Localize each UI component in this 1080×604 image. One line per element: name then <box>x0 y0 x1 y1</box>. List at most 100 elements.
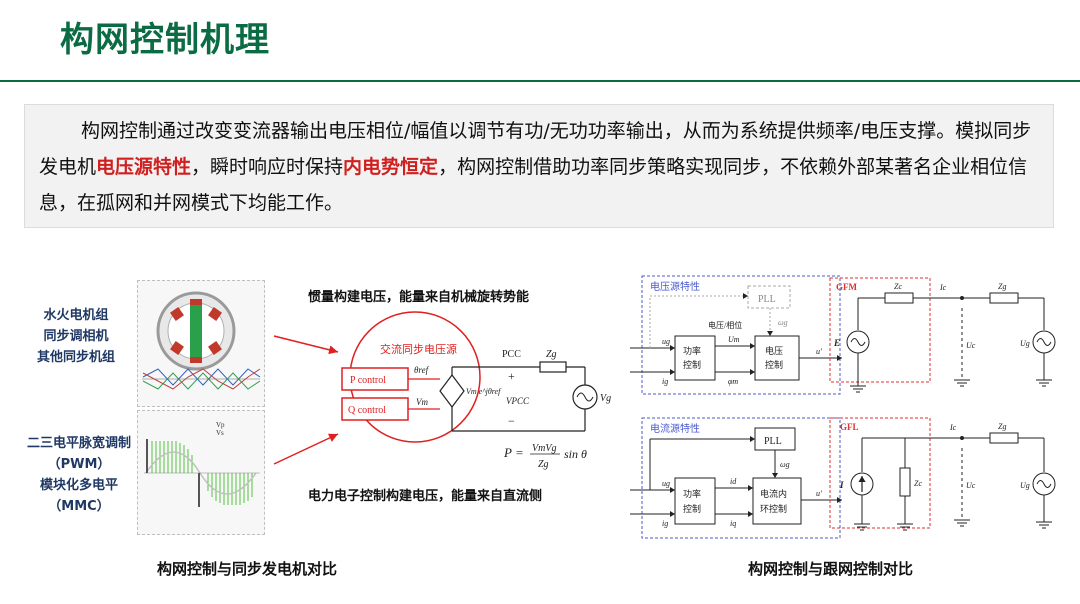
generator-figure <box>137 280 265 407</box>
label-line: 二三电平脉宽调制 <box>26 436 131 451</box>
pcc-label: PCC <box>502 349 521 360</box>
gfm-mid-label: 电压/相位 <box>708 320 742 330</box>
gfm-power-control-block <box>674 335 716 381</box>
gfl-type-label: GFL <box>840 422 859 432</box>
gfm-block1-line2: 控制 <box>683 359 701 370</box>
label-converters: 二三电平脉宽调制 （PWM） 模块化多电平 （MMC） <box>20 433 138 517</box>
pwm-legend-vp: Vp <box>216 421 225 429</box>
gfm-type-label: GFM <box>836 282 857 292</box>
arrow-to-source-top <box>273 335 339 355</box>
gfm-zc-label: Zc <box>894 282 902 291</box>
gfm-block2-line1: 电压 <box>765 345 783 356</box>
comparison-arrows <box>273 335 339 465</box>
gfm-block2-line2: 控制 <box>765 359 783 370</box>
gfl-omega-label: ωg <box>780 460 790 469</box>
gfm-uout-label: u' <box>816 347 822 356</box>
gfl-ug-right-label: Ug <box>1020 481 1030 490</box>
note-power-electronics: 电力电子控制构建电压，能量来自直流侧 <box>308 489 543 504</box>
intro-highlight-constant-emf: 内电势恒定 <box>343 156 439 178</box>
gfm-circuit-region <box>829 277 931 383</box>
gfm-ug-label: ug <box>662 337 670 346</box>
gfl-i-label: I <box>839 480 844 490</box>
gfl-pll-label: PLL <box>764 436 782 447</box>
gfl-zg-label: Zg <box>998 422 1006 431</box>
gfm-zc-impedance <box>884 292 914 304</box>
formula-tail: sin θ <box>564 447 587 461</box>
label-line: 其他同步机组 <box>36 350 115 365</box>
gfl-ic-label: Ic <box>949 423 957 432</box>
gfm-gfl-diagram: 电压源特性 PLL ωg 功率 控制 电压 控制 电压/相位 ug ig Um … <box>630 275 1056 539</box>
formula-lhs: P = <box>503 445 524 460</box>
gfl-id-label: id <box>730 477 737 486</box>
gfm-control-region <box>641 275 841 395</box>
gfl-block2-line1: 电流内 <box>760 488 787 499</box>
gfl-iq-label: iq <box>730 519 736 528</box>
gfm-region-label: 电压源特性 <box>650 280 700 293</box>
label-line: 模块化多电平 <box>39 478 118 493</box>
gfm-block1-line1: 功率 <box>683 345 701 356</box>
gfm-omega-label: ωg <box>778 318 788 327</box>
gfm-ig-label: ig <box>662 377 668 386</box>
formula-numerator: VmVg <box>532 443 556 454</box>
label-sync-machines: 水火电机组 同步调相机 其他同步机组 <box>26 305 126 368</box>
gfl-current-control-block <box>752 477 802 525</box>
title-divider <box>0 80 1080 82</box>
gfl-control-region <box>641 417 841 539</box>
p-control-label: P control <box>350 375 386 386</box>
label-line: 水火电机组 <box>43 308 109 323</box>
page-title: 构网控制机理 <box>60 20 270 60</box>
pwm-legend-vs: Vs <box>216 429 224 437</box>
gfl-zc-impedance <box>899 467 911 497</box>
gfl-zc-label: Zc <box>914 479 922 488</box>
intro-text-3: ，构网控制借助功率同步策略实现同步，不依赖外部某著名企业相位信息，在孤网和并网模… <box>39 156 1028 214</box>
vpcc-label: VPCC <box>506 396 530 406</box>
q-control-label: Q control <box>348 405 386 416</box>
gfm-ic-label: Ic <box>939 283 947 292</box>
label-line: 同步调相机 <box>43 329 109 344</box>
source-label: 交流同步电压源 <box>380 342 457 356</box>
gfm-ug-right-label: Ug <box>1020 339 1030 348</box>
pwm-waveform-figure: Vp Vs <box>137 410 265 535</box>
pwm-waveform-icon: Vp Vs <box>144 421 260 507</box>
label-line: （PWM） <box>47 457 111 472</box>
minus-sign: − <box>508 414 515 428</box>
gfl-block1-line1: 功率 <box>683 488 701 499</box>
gfm-uc-label: Uc <box>966 341 976 350</box>
source-expression: Vm e^jθref <box>466 387 502 396</box>
gfm-pll-box <box>747 285 791 309</box>
caption-left: 构网控制与同步发电机对比 <box>157 560 338 578</box>
gfl-region-label: 电流源特性 <box>650 422 700 435</box>
gfm-zg-impedance <box>989 292 1019 304</box>
formula-denominator: Zg <box>538 459 549 470</box>
generator-cross-section-icon <box>142 291 261 390</box>
intro-text-1: 构网控制通过改变变流器输出电压相位/幅值以调节有功/无功功率输出，从而为系统提供… <box>39 120 1032 178</box>
intro-paragraph: 构网控制通过改变变流器输出电压相位/幅值以调节有功/无功功率输出，从而为系统提供… <box>24 104 1054 228</box>
ac-sync-source-circuit: 交流同步电压源 P control Q control θref Vm Vm e… <box>341 311 611 470</box>
gfm-um-label: Um <box>728 335 740 344</box>
gfl-zg-impedance <box>989 432 1019 444</box>
intro-text-2: ，瞬时响应时保持 <box>191 156 344 178</box>
gfl-uc-label: Uc <box>966 481 976 490</box>
gfl-circuit-region <box>829 417 931 529</box>
gfl-ig-label: ig <box>662 519 668 528</box>
gfm-voltage-control-block <box>754 335 800 381</box>
intro-highlight-voltage-source: 电压源特性 <box>96 156 192 178</box>
gfm-pll-label: PLL <box>758 294 776 305</box>
gfl-block2-line2: 环控制 <box>760 503 787 514</box>
gfl-block1-line2: 控制 <box>683 503 701 514</box>
plus-sign: + <box>508 369 515 383</box>
gfm-e-label: E <box>833 338 840 348</box>
gfm-phi-label: φm <box>728 377 738 386</box>
arrow-to-source-bottom <box>273 433 339 465</box>
caption-right: 构网控制与跟网控制对比 <box>748 560 914 578</box>
vg-label: Vg <box>600 393 611 404</box>
zg-impedance <box>539 361 567 373</box>
theta-ref: θref <box>414 365 430 375</box>
gfm-zg-label: Zg <box>998 282 1006 291</box>
controlled-source-icon <box>439 374 465 408</box>
label-line: （MMC） <box>48 499 110 514</box>
zg-label: Zg <box>546 349 557 360</box>
vm-label: Vm <box>416 397 428 407</box>
note-inertia: 惯量构建电压，能量来自机械旋转势能 <box>308 290 530 305</box>
gfl-ug-label: ug <box>662 479 670 488</box>
